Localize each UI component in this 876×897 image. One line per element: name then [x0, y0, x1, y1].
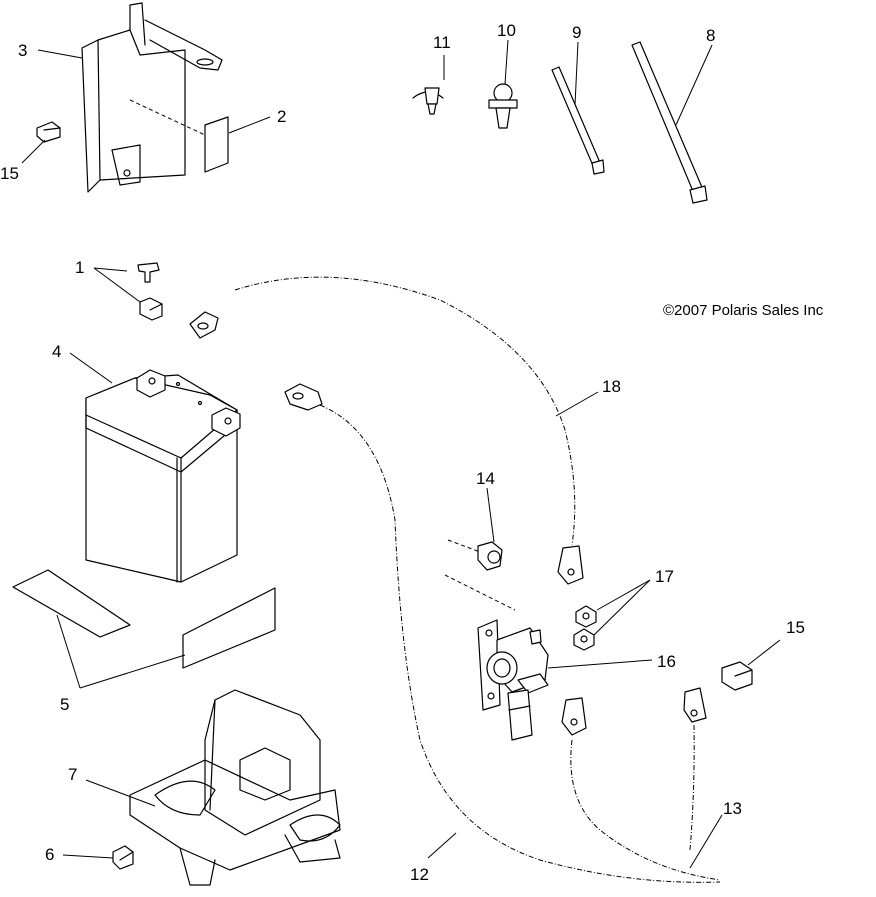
- part-12-cable: [284, 383, 721, 883]
- part-4-battery: [69, 352, 241, 583]
- callout-13: 13: [723, 799, 742, 818]
- callout-15: 15: [0, 164, 19, 183]
- part-11-push-rivet: [412, 55, 445, 115]
- part-7-battery-tray: [85, 689, 341, 886]
- part-14-bolt: [444, 487, 516, 611]
- callout-12: 12: [410, 865, 429, 884]
- callout-2: 2: [277, 107, 286, 126]
- callout-14: 14: [476, 469, 495, 488]
- callout-9: 9: [572, 23, 581, 42]
- part-15-bolt-left: [36, 121, 61, 143]
- callout-15: 15: [786, 618, 805, 637]
- part-18-cable: [189, 276, 599, 585]
- part-17-nuts: [573, 579, 651, 651]
- callout-8: 8: [706, 26, 715, 45]
- copyright-text: ©2007 Polaris Sales Inc: [663, 302, 824, 319]
- callout-7: 7: [68, 765, 77, 784]
- callout-5: 5: [60, 695, 69, 714]
- callout-10: 10: [497, 21, 516, 40]
- part-9-cable-tie: [551, 41, 605, 175]
- part-8-cable-tie: [631, 41, 713, 204]
- callout-18: 18: [602, 377, 621, 396]
- callout-4: 4: [52, 342, 61, 361]
- callout-1: 1: [75, 258, 84, 277]
- callout-6: 6: [45, 845, 54, 864]
- part-2-label: [204, 116, 229, 173]
- part-1-bolt-nut: [93, 262, 163, 321]
- part-6-bolt: [62, 845, 134, 870]
- part-5-pads: [12, 569, 276, 689]
- callout-17: 17: [655, 567, 674, 586]
- part-10-clip: [488, 39, 518, 129]
- part-13-cable: [561, 687, 723, 881]
- part-16-solenoid: [477, 619, 653, 741]
- part-15-bolt-right: [721, 639, 781, 691]
- callout-3: 3: [18, 41, 27, 60]
- callout-16: 16: [657, 652, 676, 671]
- callout-11: 11: [433, 33, 451, 52]
- part-3-bracket: [81, 2, 223, 193]
